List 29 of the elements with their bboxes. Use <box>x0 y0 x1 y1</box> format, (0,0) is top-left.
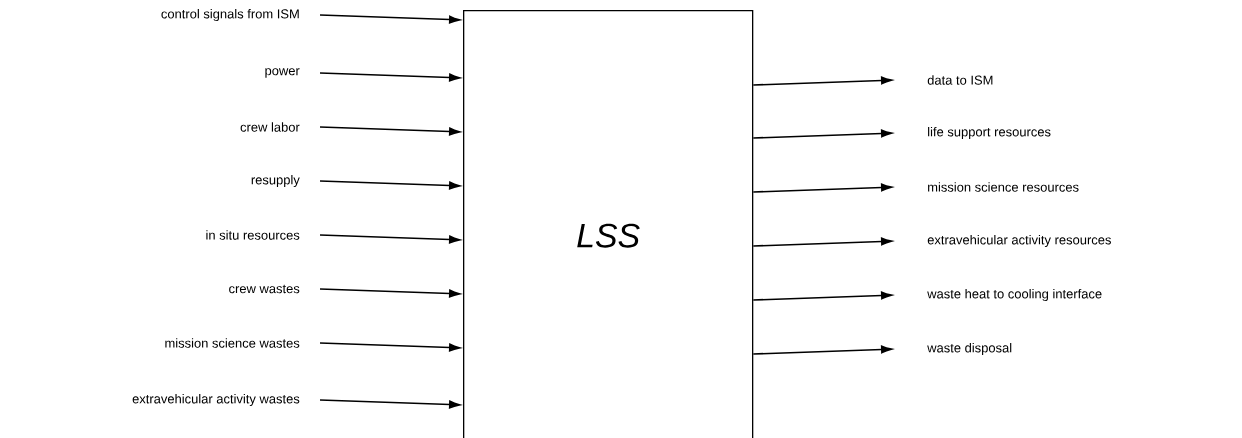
arrow <box>752 291 892 301</box>
arrow <box>319 399 460 409</box>
arrow <box>752 76 892 86</box>
arrow <box>319 126 460 136</box>
system-box: LSS <box>463 10 754 438</box>
input-label: crew wastes <box>229 284 300 294</box>
input-label: crew labor <box>240 122 300 132</box>
arrow <box>752 129 892 139</box>
arrow <box>752 345 892 355</box>
output-label: mission science resources <box>928 182 1079 192</box>
arrow <box>319 180 460 190</box>
arrow <box>319 342 460 352</box>
arrow <box>752 183 892 193</box>
output-label: waste disposal <box>927 342 1012 356</box>
output-label: life support resources <box>928 126 1051 140</box>
input-label: mission science wastes <box>165 338 300 348</box>
arrow <box>319 14 460 24</box>
output-label: data to ISM <box>927 75 993 85</box>
arrow <box>752 237 892 247</box>
arrow <box>319 288 460 298</box>
input-label: resupply <box>251 174 300 188</box>
output-label: waste heat to cooling interface <box>927 288 1102 302</box>
arrow <box>319 234 460 244</box>
arrow <box>319 72 460 82</box>
input-label: power <box>265 68 300 78</box>
input-label: in situ resources <box>206 230 300 240</box>
input-label: control signals from ISM <box>161 8 299 22</box>
input-label: extravehicular activity wastes <box>132 393 300 407</box>
output-label: extravehicular activity resources <box>927 234 1111 248</box>
